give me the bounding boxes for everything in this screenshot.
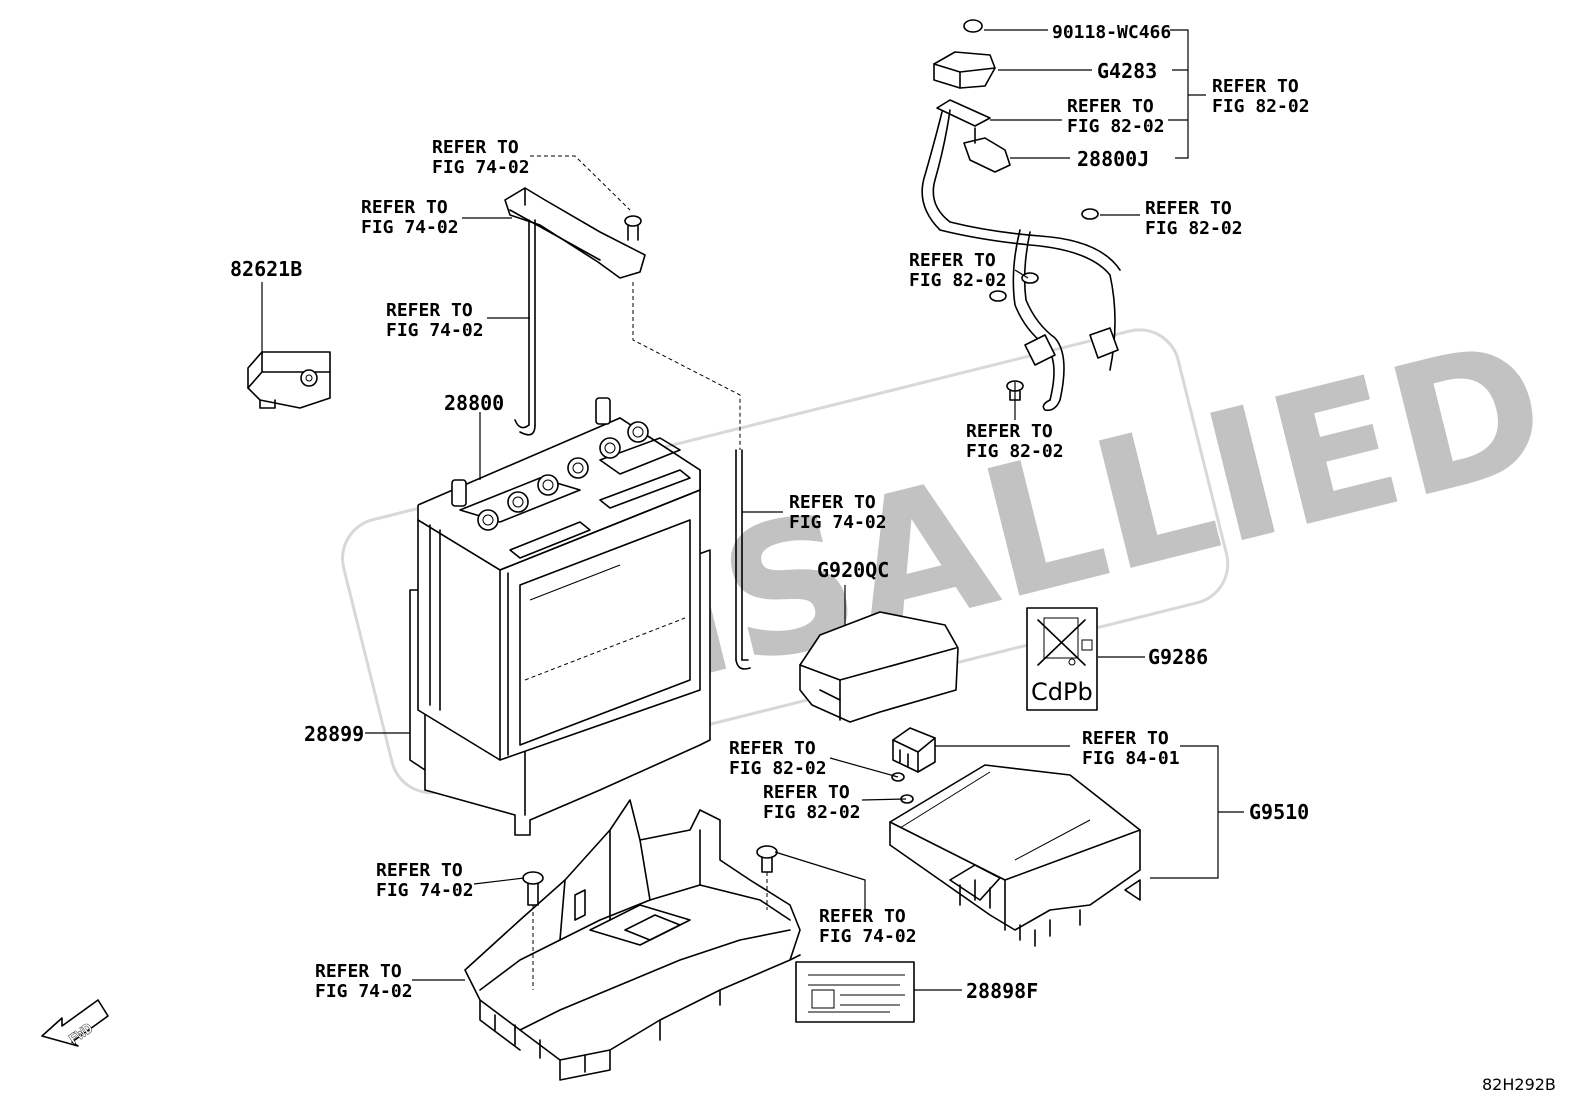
part-labels: 90118-WC466 G4283 REFER TO FIG 82-02 288… xyxy=(230,22,1556,1094)
hold-down-rod-right xyxy=(632,282,751,670)
label-refer-to-13: REFER TO xyxy=(376,860,463,881)
label-fig-82-02-5: FIG 82-02 xyxy=(966,441,1064,462)
current-sensor xyxy=(247,351,331,409)
label-82621b: 82621B xyxy=(230,257,302,281)
label-g9510: G9510 xyxy=(1249,800,1309,824)
label-g9286: G9286 xyxy=(1148,645,1208,669)
label-fig-74-02-3: FIG 74-02 xyxy=(386,320,484,341)
label-fig-74-02-4: FIG 74-02 xyxy=(789,512,887,533)
positive-terminal xyxy=(595,397,611,425)
label-fig-74-02-2: FIG 74-02 xyxy=(361,217,459,238)
label-fig-84-01: FIG 84-01 xyxy=(1082,748,1180,769)
label-fig-82-02-6: FIG 82-02 xyxy=(729,758,827,779)
label-fig-82-02-3: FIG 82-02 xyxy=(1145,218,1243,239)
label-g920qc: G920QC xyxy=(817,558,889,582)
label-refer-to-5: REFER TO xyxy=(966,421,1053,442)
label-28800j: 28800J xyxy=(1077,147,1149,171)
hold-down-clamp xyxy=(504,187,646,279)
label-g4283: G4283 xyxy=(1097,59,1157,83)
label-refer-to-12: REFER TO xyxy=(1082,728,1169,749)
label-refer-to-3: REFER TO xyxy=(1145,198,1232,219)
label-fig-82-02-2: FIG 82-02 xyxy=(1212,96,1310,117)
label-90118-wc466: 90118-WC466 xyxy=(1052,22,1171,43)
label-refer-to-7: REFER TO xyxy=(361,197,448,218)
caution-label-28898f xyxy=(795,961,915,1023)
diagram-code: 82H292B xyxy=(1482,1075,1556,1094)
label-28800: 28800 xyxy=(444,391,504,415)
battery-cable-assembly xyxy=(921,19,1121,412)
label-refer-to-8: REFER TO xyxy=(386,300,473,321)
leader-lines xyxy=(261,29,1244,991)
label-28899: 28899 xyxy=(304,722,364,746)
label-refer-to-4: REFER TO xyxy=(909,250,996,271)
ecu-nuts xyxy=(891,772,914,804)
label-refer-to-11: REFER TO xyxy=(763,782,850,803)
ecu-connector xyxy=(892,727,936,773)
label-fig-74-02-1: FIG 74-02 xyxy=(432,157,530,178)
label-fig-82-02-4: FIG 82-02 xyxy=(909,270,1007,291)
fwd-arrow-icon: FWD xyxy=(41,999,109,1048)
label-refer-to-9: REFER TO xyxy=(789,492,876,513)
battery xyxy=(417,397,701,761)
label-refer-to-14: REFER TO xyxy=(819,906,906,927)
label-fig-74-02-7: FIG 74-02 xyxy=(315,981,413,1002)
label-fig-82-02-7: FIG 82-02 xyxy=(763,802,861,823)
label-refer-to-2: REFER TO xyxy=(1212,76,1299,97)
label-refer-to-15: REFER TO xyxy=(315,961,402,982)
ecu-g9510 xyxy=(889,764,1141,947)
negative-terminal xyxy=(451,479,467,507)
label-fig-74-02-5: FIG 74-02 xyxy=(376,880,474,901)
label-fig-82-02-1: FIG 82-02 xyxy=(1067,116,1165,137)
label-refer-to-6: REFER TO xyxy=(432,137,519,158)
label-refer-to-10: REFER TO xyxy=(729,738,816,759)
battery-cover-g920qc xyxy=(799,611,959,723)
hold-down-rod-left xyxy=(514,219,536,436)
label-fig-74-02-6: FIG 74-02 xyxy=(819,926,917,947)
recycle-label-g9286: CdPb xyxy=(1026,607,1098,711)
battery-tray xyxy=(464,799,801,1081)
recycle-label-text: CdPb xyxy=(1031,678,1093,706)
label-refer-to-1: REFER TO xyxy=(1067,96,1154,117)
label-28898f: 28898F xyxy=(966,979,1038,1003)
